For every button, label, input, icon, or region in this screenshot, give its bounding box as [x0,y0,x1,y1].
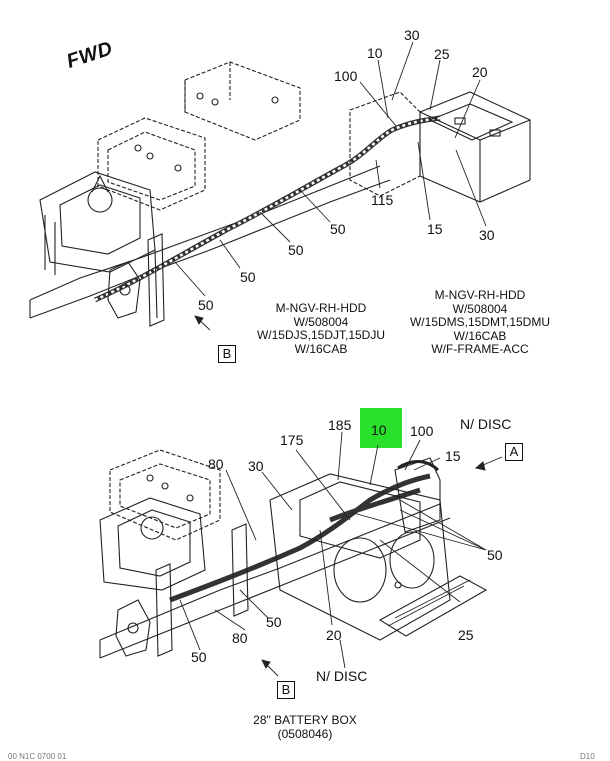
callout-50b: 50 [288,242,304,258]
callout-50a: 50 [330,221,346,237]
bottom-frame-rail [99,503,451,659]
callout-80b: 80 [232,630,248,646]
note-line: W/16CAB [294,341,348,356]
callout-50b: 50 [266,614,282,630]
view-reference-b-top[interactable]: B [218,345,236,363]
bottom-leader-lines [179,431,503,677]
callout-20: 20 [326,627,342,643]
callout-80a: 80 [208,456,224,472]
footer-part-code: 00 N1C 0700 01 [8,752,67,761]
callout-50c: 50 [240,269,256,285]
applicability-note-left: M-NGV-RH-HDD W/508004 W/15DJS,15DJT,15DJ… [246,301,396,356]
battery-box-caption: 28" BATTERY BOX (0508046) [230,713,380,741]
note-line: W/508004 [452,301,508,316]
bottom-crossmember-holes [146,474,194,502]
footer-page-code: D10 [580,752,595,761]
callout-30b: 30 [479,227,495,243]
note-line: W/508004 [293,314,349,329]
callout-25: 25 [458,627,474,643]
top-frame-rail [29,165,391,319]
note-line: M-NGV-RH-HDD [275,301,367,315]
top-leader-lines [174,41,487,331]
callout-20: 20 [472,64,488,80]
top-transmission [39,171,156,275]
bottom-crossmember [109,449,221,541]
bottom-battery-box [269,457,488,641]
top-battery-box [349,91,531,203]
view-reference-a[interactable]: A [505,443,523,461]
callout-100: 100 [334,68,358,84]
callout-10-highlighted[interactable]: 10 [371,422,387,438]
top-harness [93,115,441,303]
note-line: W/F-FRAME-ACC [431,342,529,356]
callout-50d: 50 [198,297,214,313]
top-crossmember [97,61,301,211]
callout-highlight [360,408,402,448]
callout-15: 15 [427,221,443,237]
note-line: W/15DJS,15DJT,15DJU [256,328,386,342]
top-crossmember-holes [134,92,279,172]
note-line: W/15DMS,15DMT,15DMU [409,315,551,329]
applicability-note-right: M-NGV-RH-HDD W/508004 W/15DMS,15DMT,15DM… [405,288,555,357]
callout-15: 15 [445,448,461,464]
disc-note-top: N/ DISC [460,416,512,432]
note-line: M-NGV-RH-HDD [434,288,526,302]
disc-note-bottom: N/ DISC [316,668,368,684]
note-line: W/16CAB [453,328,507,343]
bottom-brackets [115,523,249,657]
callout-185: 185 [328,417,352,433]
callout-30: 30 [404,27,420,43]
caption-line: (0508046) [277,726,333,741]
callout-10: 10 [367,45,383,61]
callout-25: 25 [434,46,450,62]
caption-line: 28" BATTERY BOX [253,713,357,727]
callout-30: 30 [248,458,264,474]
callout-50c: 50 [191,649,207,665]
callout-100: 100 [410,423,434,439]
callout-50a: 50 [487,547,503,563]
bottom-transmission [99,497,206,591]
view-reference-b-bottom[interactable]: B [277,681,295,699]
top-bracket [107,233,165,327]
callout-115: 115 [371,192,394,208]
callout-175: 175 [280,432,304,448]
